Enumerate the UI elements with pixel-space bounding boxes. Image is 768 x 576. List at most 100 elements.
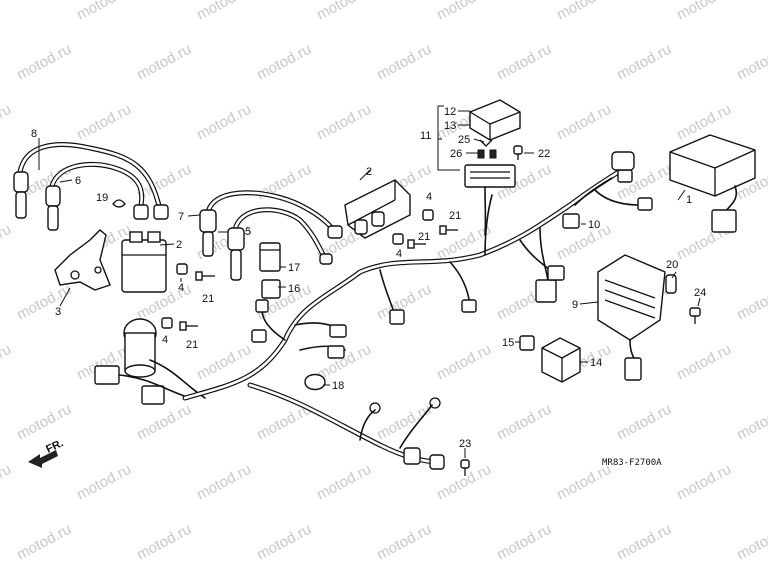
watermark-text: motod.ru [554, 101, 614, 144]
watermark-text: motod.ru [314, 461, 374, 504]
watermark-text: motod.ru [374, 41, 434, 84]
callout-6: 6 [75, 175, 81, 187]
watermark-text: motod.ru [14, 401, 74, 444]
watermark-text: motod.ru [14, 41, 74, 84]
watermark-text: motod.ru [554, 0, 614, 24]
front-label: FR. [44, 437, 65, 455]
bottom-left-connectors[interactable] [94, 365, 191, 405]
watermark-text: motod.ru [134, 41, 194, 84]
callout-4-d: 4 [396, 248, 402, 260]
callout-4-c: 4 [426, 191, 432, 203]
watermark-text: motod.ru [0, 341, 14, 384]
callout-21-a: 21 [202, 293, 214, 305]
watermark-text: motod.ru [614, 41, 674, 84]
watermark-text: motod.ru [674, 461, 734, 504]
watermark-text: motod.ru [314, 0, 374, 24]
watermark-text: motod.ru [734, 281, 768, 324]
relay-16[interactable] [261, 279, 281, 299]
front-direction-arrow: FR. [28, 437, 65, 468]
watermark-text: motod.ru [0, 0, 14, 24]
fastener-20[interactable] [665, 274, 677, 294]
ignition-coil-center[interactable] [344, 179, 411, 239]
callout-26: 26 [450, 148, 462, 160]
watermark-text: motod.ru [314, 101, 374, 144]
callout-1: 1 [686, 194, 692, 206]
watermark-text: motod.ru [734, 41, 768, 84]
callout-22: 22 [538, 148, 550, 160]
diagram-code: MR83-F2700A [602, 458, 662, 468]
watermark-text: motod.ru [74, 101, 134, 144]
leader-lines [38, 105, 701, 458]
callout-21-d: 21 [418, 231, 430, 243]
watermark-text: motod.ru [0, 101, 14, 144]
callout-20: 20 [666, 259, 678, 271]
callout-5: 5 [245, 226, 251, 238]
callout-2-center: 2 [366, 166, 372, 178]
callout-7: 7 [178, 211, 184, 223]
main-wire-harness[interactable] [182, 151, 653, 470]
watermark-text: motod.ru [74, 461, 134, 504]
watermark-text: motod.ru [434, 341, 494, 384]
watermark-text: motod.ru [134, 401, 194, 444]
fuse-box-assembly[interactable] [464, 99, 521, 236]
watermark-text: motod.ru [434, 0, 494, 24]
watermark-text: motod.ru [374, 521, 434, 564]
ignition-coil-left[interactable] [121, 231, 167, 293]
callout-8: 8 [31, 128, 37, 140]
watermark-text: motod.ru [494, 401, 554, 444]
connector-10[interactable] [562, 213, 580, 229]
watermark-text: motod.ru [74, 0, 134, 24]
coil-bracket[interactable] [54, 229, 111, 291]
watermark-text: motod.ru [254, 41, 314, 84]
regulator-rectifier[interactable] [597, 254, 666, 381]
callout-17: 17 [288, 262, 300, 274]
watermark-text: motod.ru [0, 461, 14, 504]
watermark-text: motod.ru [374, 401, 434, 444]
bolt-24[interactable] [689, 307, 701, 324]
callout-16: 16 [288, 283, 300, 295]
watermark-text: motod.ru [734, 401, 768, 444]
watermark-text: motod.ru [494, 521, 554, 564]
relay-14[interactable] [541, 337, 581, 383]
harness-clamp[interactable] [304, 373, 326, 391]
watermark-text: motod.ru [194, 101, 254, 144]
callout-21-c: 21 [449, 210, 461, 222]
callout-4-b: 4 [162, 334, 168, 346]
watermark-text: motod.ru [194, 0, 254, 24]
watermark-text: motod.ru [614, 521, 674, 564]
watermark-text: motod.ru [134, 521, 194, 564]
callout-3: 3 [55, 306, 61, 318]
callout-9: 9 [572, 299, 578, 311]
watermark-text: motod.ru [674, 341, 734, 384]
watermark-text: motod.ru [614, 401, 674, 444]
bolts-and-nuts[interactable] [161, 145, 523, 476]
watermark-text: motod.ru [734, 521, 768, 564]
callout-13: 13 [444, 120, 456, 132]
watermark-text: motod.ru [674, 0, 734, 24]
callout-19: 19 [96, 192, 108, 204]
callout-24: 24 [694, 287, 706, 299]
connector-15[interactable] [519, 335, 535, 351]
watermark-text: motod.ru [254, 521, 314, 564]
callout-2-left: 2 [176, 239, 182, 251]
callout-numbers: 8 6 19 2 3 4 21 4 21 7 5 2 17 16 18 4 21… [31, 106, 706, 450]
spark-plug-wire-left-pair[interactable] [13, 142, 169, 231]
suppressor-cap-cylinder[interactable] [123, 318, 206, 399]
relay-17[interactable] [259, 242, 281, 272]
ignition-control-module[interactable] [669, 134, 756, 233]
callout-18: 18 [332, 380, 344, 392]
callout-11: 11 [420, 130, 431, 142]
callout-21-b: 21 [186, 339, 198, 351]
watermark-text: motod.ru [0, 221, 14, 264]
callout-4-a: 4 [178, 282, 184, 294]
spark-plug-wire-center-pair[interactable] [199, 190, 343, 281]
callout-25: 25 [458, 134, 470, 146]
callout-23: 23 [459, 438, 471, 450]
callout-10: 10 [588, 219, 600, 231]
callout-15: 15 [502, 337, 514, 349]
watermark-text: motod.ru [494, 41, 554, 84]
clip-part-19[interactable] [112, 199, 126, 208]
watermark-text: motod.ru [194, 461, 254, 504]
watermark-text: motod.ru [14, 281, 74, 324]
